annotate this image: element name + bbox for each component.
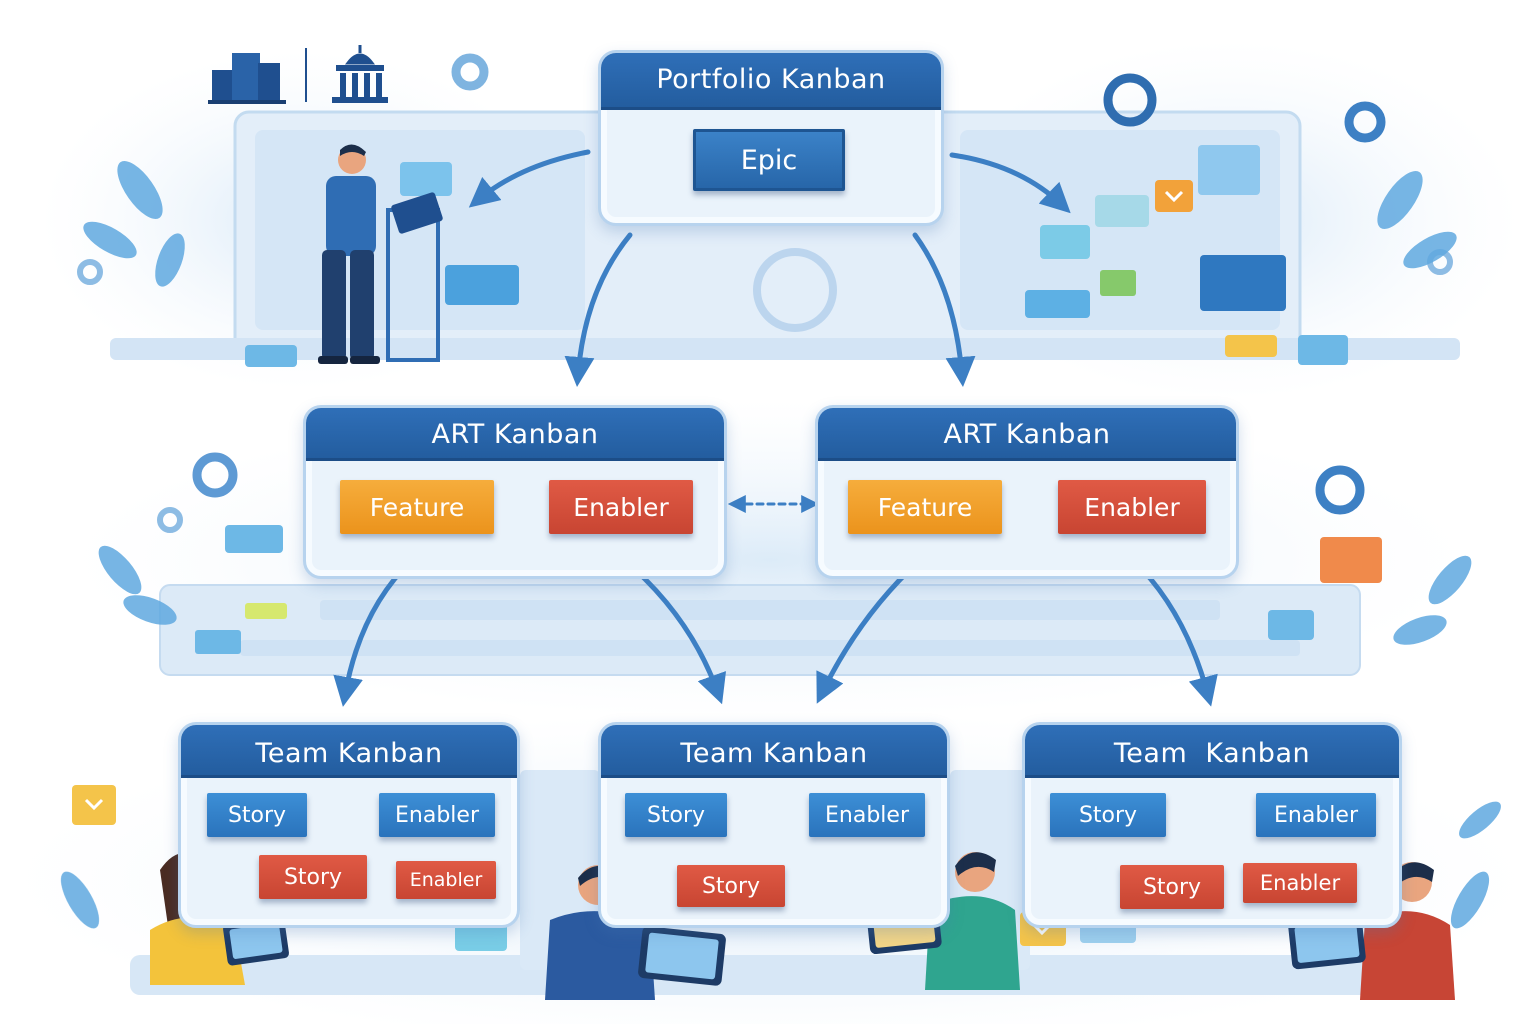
person-sitting-with-laptop-2 [545,865,726,1000]
team-kanban-panel-1: Team Kanban Story Enabler Story Enabler [178,722,520,928]
story-card[interactable]: Story [1050,793,1166,837]
feature-card[interactable]: Feature [848,480,1002,534]
story-card[interactable]: Story [207,793,307,837]
story-card[interactable]: Story [1120,865,1224,909]
office-buildings-icon [208,53,286,104]
team-kanban-panel-3: Team Kanban Story Enabler Story Enabler [1022,722,1402,928]
enabler-card[interactable]: Enabler [1058,480,1206,534]
person-standing-with-tablet [318,144,443,364]
story-card[interactable]: Story [677,865,785,907]
art-kanban-panel-1: ART Kanban Feature Enabler [303,405,727,579]
enabler-card[interactable]: Enabler [1256,793,1376,837]
team-kanban-title: Team Kanban [601,725,947,778]
middle-band-backdrop [159,584,1361,676]
art-kanban-panel-2: ART Kanban Feature Enabler [815,405,1239,579]
team-kanban-panel-2: Team Kanban Story Enabler Story [598,722,950,928]
enabler-card[interactable]: Enabler [809,793,925,837]
bottom-band-backdrop [130,770,1420,995]
gear-icon [77,53,1453,533]
government-building-icon [332,45,388,103]
enabler-card[interactable]: Enabler [549,480,693,534]
epic-card[interactable]: Epic [693,129,845,191]
story-card[interactable]: Story [625,793,727,837]
person-sitting-with-laptop-4 [1288,862,1455,1000]
enabler-card[interactable]: Enabler [379,793,495,837]
art-kanban-title: ART Kanban [306,408,724,461]
portfolio-kanban-title: Portfolio Kanban [601,53,941,110]
story-card[interactable]: Story [259,855,367,899]
team-kanban-title: Team Kanban [181,725,517,778]
feature-card[interactable]: Feature [340,480,494,534]
enabler-card[interactable]: Enabler [1243,863,1357,903]
leaf-icon [60,161,1501,929]
art-kanban-title: ART Kanban [818,408,1236,461]
enabler-card[interactable]: Enabler [396,861,496,899]
team-kanban-title: Team Kanban [1025,725,1399,778]
portfolio-kanban-panel: Portfolio Kanban Epic [598,50,944,226]
